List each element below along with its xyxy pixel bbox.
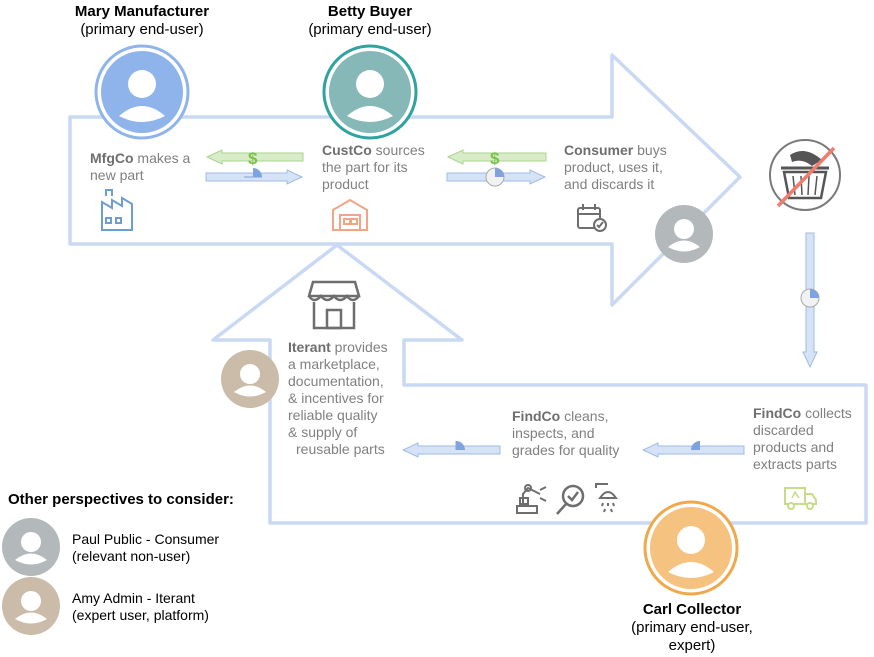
shower-clean-icon (595, 483, 618, 513)
mary-role: (primary end-user) (80, 21, 204, 38)
mfgco-org: MfgCo (90, 150, 134, 166)
part-arrow-3 (641, 441, 745, 458)
amy-line2: (expert user, platform) (72, 607, 209, 623)
calendar-check-icon (577, 204, 607, 232)
factory-icon (101, 189, 133, 231)
betty-label: Betty Buyer (primary end-user) (290, 3, 450, 39)
betty-role: (primary end-user) (308, 21, 432, 38)
carl-role-2: expert) (668, 637, 716, 654)
recycle-truck-icon (784, 487, 817, 510)
mfgco-line2: new part (90, 167, 144, 183)
magnifier-check-icon (556, 484, 585, 515)
iterant-line7: reusable parts (296, 441, 385, 457)
iterant-line1: provides (330, 339, 388, 355)
step-findco-clean: FindCo cleans, inspects, and grades for … (512, 408, 642, 459)
mary-label: Mary Manufacturer (primary end-user) (52, 3, 232, 39)
iterant-org: Iterant (288, 339, 331, 355)
mary-name: Mary Manufacturer (74, 3, 210, 20)
custco-org: CustCo (322, 142, 372, 158)
paul-line2: (relevant non-user) (72, 548, 191, 564)
consumer-line2: product, uses it, (564, 159, 663, 175)
robot-arm-icon (516, 484, 547, 514)
amy-line1: Amy Admin - Iterant (72, 590, 195, 606)
money-symbol-2: $ (490, 149, 500, 168)
step-custco: CustCo sources the part for its product (322, 142, 442, 193)
mfgco-line1: makes a (133, 150, 191, 166)
iterant-line5: reliable quality (288, 407, 378, 423)
custco-line1: sources (371, 142, 425, 158)
findco-clean-org: FindCo (512, 408, 561, 424)
no-trash-icon (769, 139, 841, 211)
iterant-line3: documentation, (288, 373, 384, 389)
step-mfgco: MfgCo makes a new part (90, 150, 205, 184)
paul-line1: Paul Public - Consumer (72, 531, 220, 547)
money-arrow-1 (205, 149, 304, 165)
consumer-line1: buys (633, 142, 667, 158)
part-arrow-4 (401, 441, 501, 458)
findco-collect-line4: extracts parts (753, 456, 838, 472)
carl-name: Carl Collector (642, 601, 742, 618)
findco-clean-line1: cleans, (560, 408, 609, 424)
step-findco-collect: FindCo collects discarded products and e… (753, 405, 871, 473)
iterant-avatar (221, 350, 279, 408)
part-arrow-down (800, 232, 820, 369)
amy-label: Amy Admin - Iterant (expert user, platfo… (72, 590, 272, 624)
part-arrow-2 (446, 167, 547, 187)
custco-line3: product (322, 176, 369, 192)
carl-avatar (643, 500, 739, 596)
step-consumer: Consumer buys product, uses it, and disc… (564, 142, 694, 193)
part-arrow-1 (205, 168, 304, 185)
findco-clean-line3: grades for quality (512, 442, 620, 458)
other-perspectives-title: Other perspectives to consider: (8, 491, 234, 508)
consumer-avatar (655, 205, 713, 263)
consumer-line3: and discards it (564, 176, 655, 192)
custco-line2: the part for its (322, 159, 408, 175)
consumer-org: Consumer (564, 142, 634, 158)
return-flow-arrow (211, 243, 868, 525)
storefront-icon (307, 280, 361, 330)
warehouse-icon (332, 198, 368, 231)
amy-avatar (2, 577, 60, 635)
findco-collect-org: FindCo (753, 405, 802, 421)
findco-clean-line2: inspects, and (512, 425, 595, 441)
betty-avatar (322, 44, 418, 140)
betty-name: Betty Buyer (327, 3, 413, 20)
money-arrow-2 (446, 149, 547, 165)
step-iterant: Iterant provides a marketplace, document… (288, 339, 404, 458)
money-symbol-1: $ (248, 149, 258, 168)
carl-label: Carl Collector (primary end-user, expert… (610, 601, 774, 655)
carl-role: (primary end-user, (631, 619, 753, 636)
iterant-line4: & incentives for (288, 390, 384, 406)
findco-collect-line3: products and (753, 439, 834, 455)
paul-label: Paul Public - Consumer (relevant non-use… (72, 531, 272, 565)
paul-avatar (2, 518, 60, 576)
mary-avatar (94, 44, 190, 140)
findco-collect-line1: collects (801, 405, 852, 421)
iterant-line2: a marketplace, (288, 356, 380, 372)
iterant-line6: & supply of (288, 424, 358, 440)
findco-collect-line2: discarded (753, 422, 814, 438)
